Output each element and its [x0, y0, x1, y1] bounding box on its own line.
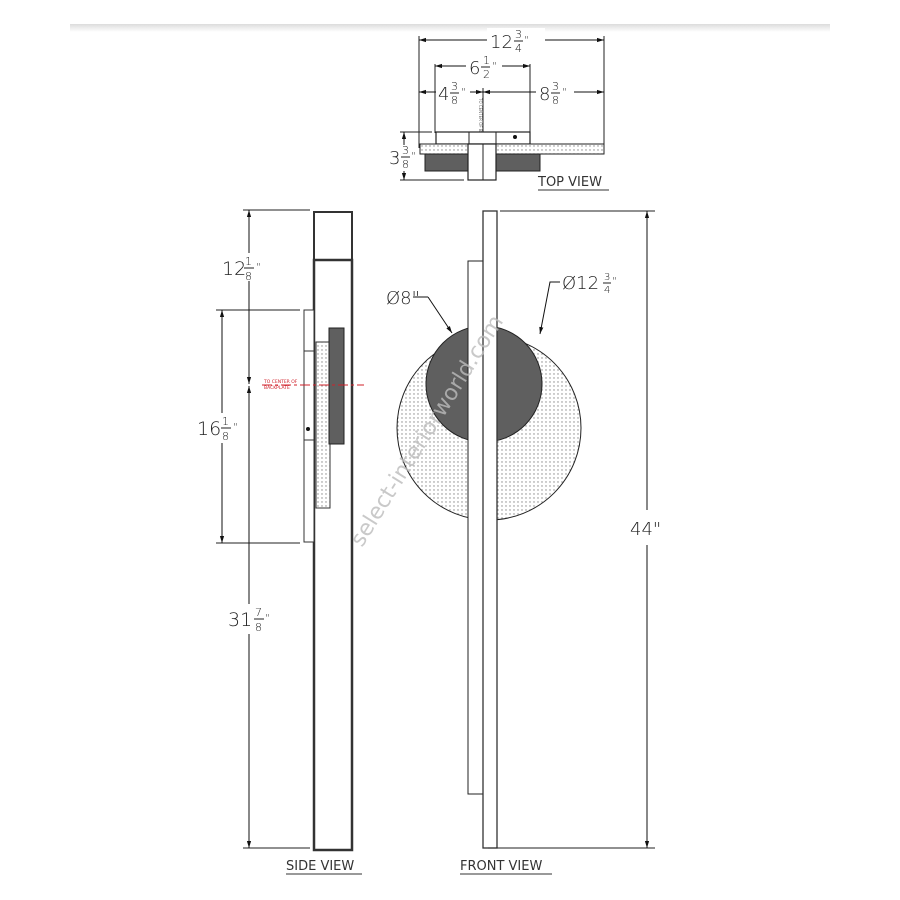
svg-text:6: 6	[469, 58, 480, 79]
svg-text:": "	[265, 613, 270, 624]
front-view-title: FRONT VIEW	[460, 859, 542, 874]
svg-text:": "	[524, 35, 529, 46]
center-to-bottom-label: 31 7 8 "	[228, 606, 270, 634]
overall-width-label: 12 3 4 "	[490, 28, 529, 55]
left-offset-label: 4 3 8 "	[438, 80, 466, 107]
svg-text:3: 3	[515, 28, 522, 41]
svg-text:3: 3	[451, 80, 458, 93]
svg-text:8: 8	[245, 270, 252, 283]
svg-text:": "	[461, 87, 466, 98]
svg-text:8: 8	[255, 621, 262, 634]
svg-text:16: 16	[197, 418, 221, 440]
svg-text:31: 31	[228, 609, 252, 631]
svg-text:3: 3	[552, 80, 559, 93]
svg-text:2: 2	[483, 68, 490, 81]
svg-text:12: 12	[490, 32, 513, 53]
front-view: Ø8" Ø12 3 4 " 44" FRONT VIEW	[386, 210, 661, 875]
svg-text:4: 4	[438, 84, 449, 105]
front-bar	[482, 210, 498, 849]
right-offset-label: 8 3 8 "	[539, 80, 567, 107]
svg-text:3: 3	[389, 148, 400, 169]
overall-height-label: 44"	[630, 519, 661, 540]
svg-text:8: 8	[451, 94, 458, 107]
svg-text:8: 8	[539, 84, 550, 105]
side-disc-dark	[328, 327, 345, 445]
center-note: TO CENTER OF BACKPLATE	[478, 97, 483, 152]
svg-text:1: 1	[483, 54, 490, 67]
svg-text:TO CENTER OF: TO CENTER OF	[263, 379, 298, 385]
depth-label: 3 3 8 "	[389, 144, 416, 171]
svg-text:": "	[256, 262, 261, 273]
svg-text:8: 8	[402, 158, 409, 171]
side-view-title: SIDE VIEW	[286, 859, 354, 874]
svg-text:1: 1	[222, 415, 229, 428]
large-disc-label: Ø12 3 4 "	[562, 272, 617, 296]
svg-text:3: 3	[402, 144, 409, 157]
side-diffuser	[315, 341, 331, 509]
svg-text:": "	[233, 422, 238, 433]
svg-text:8: 8	[222, 430, 229, 443]
svg-text:": "	[612, 276, 617, 287]
side-body	[313, 211, 353, 261]
svg-text:12: 12	[222, 258, 246, 280]
svg-text:3: 3	[604, 272, 610, 283]
svg-text:4: 4	[604, 285, 610, 296]
top-view-title: TOP VIEW	[537, 175, 602, 190]
svg-text:": "	[411, 151, 416, 162]
top-shadow-bar	[70, 24, 830, 32]
top-to-backplate-label: 12 1 8 "	[222, 255, 261, 283]
small-disc-label: Ø8"	[386, 288, 420, 309]
top-view: 12 3 4 " 6 1 2 " 4 3 8 " 8 3	[388, 28, 609, 191]
svg-text:": "	[562, 87, 567, 98]
svg-text:Ø12: Ø12	[562, 273, 599, 294]
top-backplate	[419, 143, 605, 155]
backplate-height-label: 16 1 8 "	[197, 415, 238, 443]
svg-text:7: 7	[255, 606, 262, 619]
svg-text:4: 4	[515, 42, 522, 55]
center-width-label: 6 1 2 "	[469, 54, 497, 81]
svg-text:": "	[492, 61, 497, 72]
svg-text:1: 1	[245, 255, 252, 268]
svg-text:BACKPLATE: BACKPLATE	[264, 385, 290, 391]
side-view: TO CENTER OF BACKPLATE 12 1 8 " 16 1 8 "	[195, 209, 364, 875]
svg-text:8: 8	[552, 94, 559, 107]
